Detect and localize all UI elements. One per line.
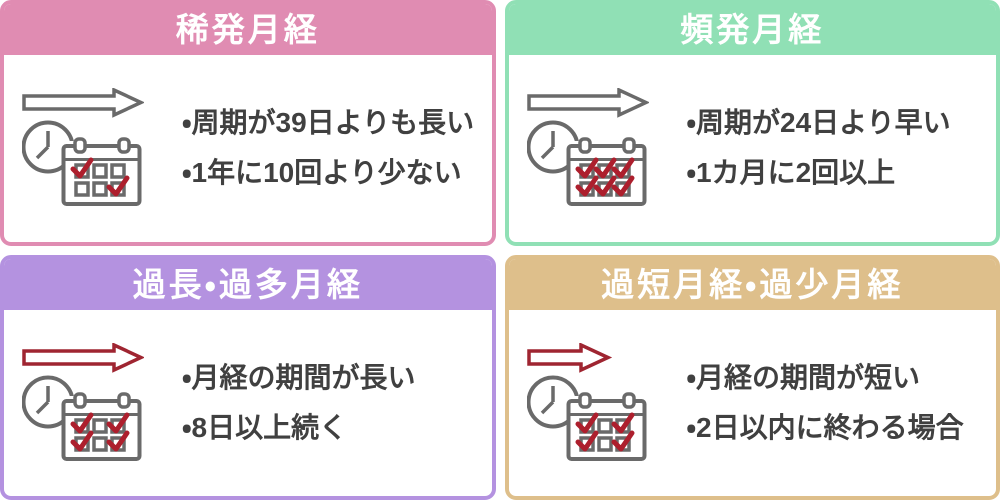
calendar-ring-icon xyxy=(577,392,592,409)
check-icon xyxy=(593,175,616,197)
bullet-item: ・8日以上続く xyxy=(182,411,348,443)
calendar-ring-icon xyxy=(117,137,131,154)
calendar-ring-icon xyxy=(577,137,592,154)
cycle-calendar-icon xyxy=(22,88,144,207)
card-title: 過長・過多月経 xyxy=(132,265,363,303)
check-icon xyxy=(575,430,598,452)
card-body: ・月経の期間が長い ・8日以上続く xyxy=(4,310,492,497)
bullet-list: ・月経の期間が短い ・2日以内に終わる場合 xyxy=(687,353,964,453)
check-icon xyxy=(611,175,634,197)
calendar-cell xyxy=(74,181,90,197)
card-header: 過短月経・過少月経 xyxy=(508,258,996,310)
bullet-item: ・1年に10回より少ない xyxy=(182,157,462,189)
check-icon xyxy=(70,157,94,179)
arrow-icon xyxy=(22,342,144,373)
cycle-calendar-icon xyxy=(526,88,649,207)
card-header: 過長・過多月経 xyxy=(4,258,492,310)
calendar-ring-icon xyxy=(73,137,87,154)
card-header: 稀発月経 xyxy=(4,4,492,55)
card-infrequent-menstruation: 稀発月経 ・周期が39日よりも長い ・1年に10回より少ない xyxy=(0,0,496,246)
calendar-ring-icon xyxy=(117,392,131,409)
calendar-ring-icon xyxy=(621,137,636,154)
cycle-calendar-icon xyxy=(526,342,647,461)
check-icon xyxy=(611,430,634,452)
calendar-cell xyxy=(596,436,613,452)
card-frequent-menstruation: 頻発月経 ・周期が24日より早い ・1カ月に2回以上 xyxy=(504,0,1000,246)
bullet-item: ・月経の期間が短い xyxy=(686,361,921,393)
clock-hands-icon xyxy=(540,385,555,414)
check-icon xyxy=(611,157,634,179)
calendar-cell xyxy=(92,436,108,452)
card-title: 頻発月経 xyxy=(680,11,825,48)
check-icon xyxy=(575,157,598,179)
card-body: ・月経の期間が短い ・2日以内に終わる場合 xyxy=(509,310,997,497)
calendar-cell xyxy=(92,163,108,179)
clock-hands-icon xyxy=(540,131,555,160)
card-header: 頻発月経 xyxy=(508,4,996,55)
calendar-cell xyxy=(596,418,613,434)
arrow-icon xyxy=(526,342,612,373)
card-title: 稀発月経 xyxy=(175,11,320,48)
card-title: 過短月経・過少月経 xyxy=(601,265,904,303)
calendar-ring-icon xyxy=(73,392,87,409)
arrow-icon xyxy=(22,88,144,118)
bullet-list: ・周期が39日よりも長い ・1年に10回より少ない xyxy=(182,98,474,198)
check-icon xyxy=(611,412,634,434)
bullet-item: ・周期が39日よりも長い xyxy=(182,107,475,139)
clock-hands-icon xyxy=(35,131,50,160)
calendar-cell xyxy=(92,181,108,197)
check-icon xyxy=(575,175,598,197)
bullet-item: ・2日以内に終わる場合 xyxy=(686,411,964,443)
clock-hands-icon xyxy=(35,385,50,414)
calendar-ring-icon xyxy=(621,392,636,409)
check-icon xyxy=(106,430,130,452)
check-icon xyxy=(575,412,598,434)
check-icon xyxy=(106,412,130,434)
calendar-cell xyxy=(92,418,108,434)
bullet-item: ・1カ月に2回以上 xyxy=(686,157,896,189)
card-prolonged-heavy-menstruation: 過長・過多月経 ・月経の期間が長い ・8日以上続く xyxy=(0,254,496,500)
bullet-item: ・周期が24日より早い xyxy=(686,107,951,139)
card-short-scanty-menstruation: 過短月経・過少月経 ・月経の期間が短い ・2日以内に終わる場合 xyxy=(504,254,1000,500)
arrow-icon xyxy=(526,88,649,118)
check-icon xyxy=(70,430,94,452)
bullet-list: ・月経の期間が長い ・8日以上続く xyxy=(182,353,416,453)
bullet-item: ・月経の期間が長い xyxy=(182,361,416,393)
check-icon xyxy=(593,157,616,179)
calendar-cell xyxy=(110,163,126,179)
check-icon xyxy=(70,412,94,434)
cycle-calendar-icon xyxy=(22,342,144,461)
card-body: ・周期が39日よりも長い ・1年に10回より少ない xyxy=(4,55,492,242)
card-body: ・周期が24日より早い ・1カ月に2回以上 xyxy=(509,55,997,242)
check-icon xyxy=(106,175,130,197)
bullet-list: ・周期が24日より早い ・1カ月に2回以上 xyxy=(687,98,951,198)
